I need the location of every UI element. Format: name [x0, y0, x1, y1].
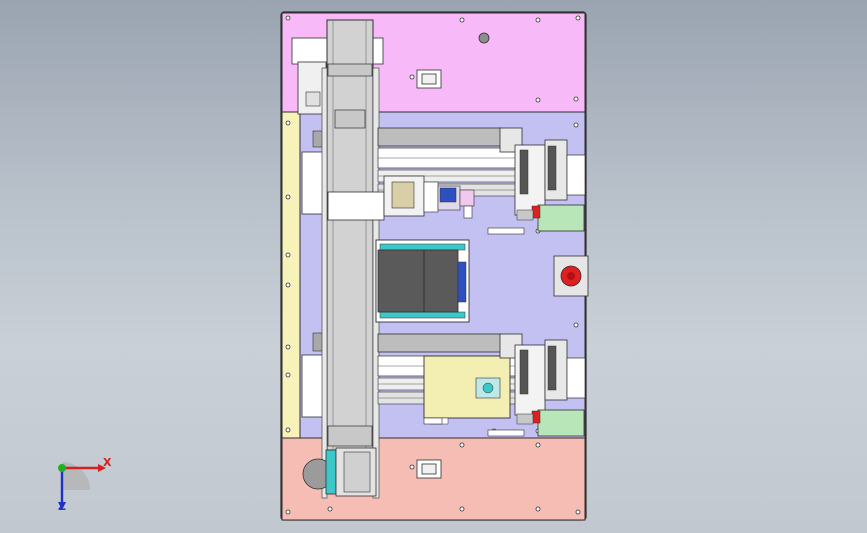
coordinate-triad-icon[interactable] — [40, 450, 120, 520]
y-axis-dot — [58, 464, 66, 472]
top-slot — [305, 91, 321, 107]
left-rail[interactable] — [281, 111, 301, 439]
lower-right-actuator[interactable] — [499, 333, 586, 437]
central-tray[interactable] — [375, 239, 470, 323]
yellow-cabinet[interactable] — [423, 355, 511, 425]
dark-hole — [478, 32, 490, 44]
triad-plane — [62, 462, 90, 490]
x-axis-label: X — [103, 456, 112, 469]
bottom-coupler-teal — [325, 449, 337, 495]
beam-carriages — [327, 63, 373, 447]
z-axis-arrow — [58, 502, 66, 510]
upper-right-actuator[interactable] — [499, 127, 586, 232]
cable-tabs — [423, 227, 525, 437]
linear-rail-left — [321, 67, 328, 499]
mount-brackets — [416, 69, 442, 479]
z-axis-label: Z — [58, 500, 66, 513]
upper-gripper-head[interactable] — [327, 175, 475, 221]
x-axis-arrow — [98, 464, 106, 472]
red-stop-button-icon[interactable] — [553, 255, 589, 297]
bottom-motor-face — [343, 451, 371, 493]
